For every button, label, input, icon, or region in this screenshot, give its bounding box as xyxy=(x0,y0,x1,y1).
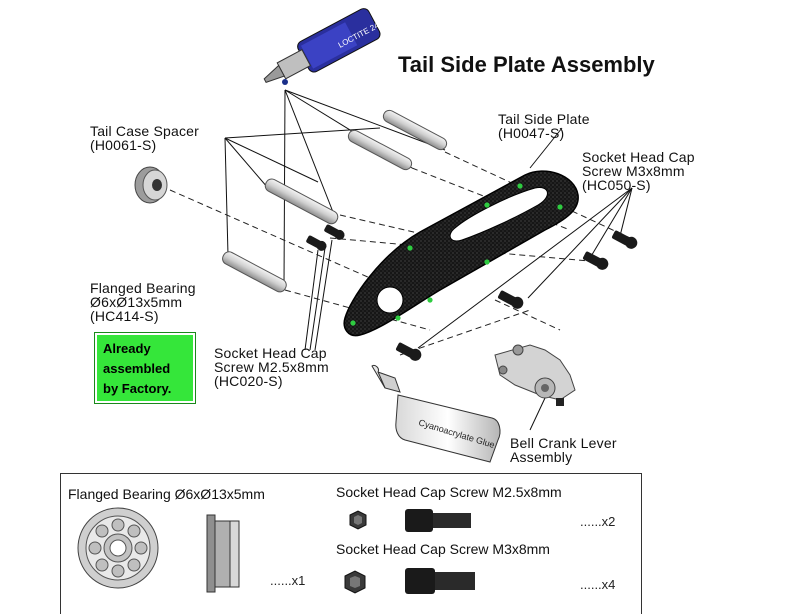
flanged-bearing-label: Flanged Bearing xyxy=(90,280,196,296)
note-line2: assembled xyxy=(103,361,171,376)
legend-screw-m3-qty-value: x4 xyxy=(601,577,616,592)
tail-case-spacer-label: Tail Case Spacer xyxy=(90,123,200,139)
tail-side-plate-code: (H0047-S) xyxy=(498,125,565,141)
legend-screw-m3-qty: ......x4 xyxy=(580,577,616,592)
screw-m25-label-line1: Socket Head Cap xyxy=(214,345,327,361)
parts-legend xyxy=(60,473,642,614)
legend-screw-m25-qty: ......x2 xyxy=(580,514,616,529)
page-title: Tail Side Plate Assembly xyxy=(398,52,655,77)
flanged-bearing-size: Ø6xØ13x5mm xyxy=(90,294,183,310)
legend-bearing-side-icon xyxy=(206,514,240,593)
loctite-drop-icon xyxy=(282,79,288,85)
flanged-bearing-code: (HC414-S) xyxy=(90,308,159,324)
legend-bearing-qty: ......x1 xyxy=(270,573,306,588)
socket-head-cap-screw-m25-icon xyxy=(306,224,345,251)
legend-screw-m25-qty-value: x2 xyxy=(601,514,616,529)
legend-screw-m3-label: Socket Head Cap Screw M3x8mm xyxy=(336,541,550,557)
assembly-diagram: LOCTITE 243 xyxy=(77,8,638,594)
factory-assembled-note: Already assembled by Factory. xyxy=(94,332,196,404)
note-line3: by Factory. xyxy=(103,381,172,396)
tail-side-plate-icon xyxy=(343,170,579,337)
loctite-bottle-icon xyxy=(263,8,381,84)
legend-bearing-label: Flanged Bearing Ø6xØ13x5mm xyxy=(68,486,265,502)
screw-m25-code: (HC020-S) xyxy=(214,373,283,389)
socket-head-cap-screw-m3-icon xyxy=(395,230,638,361)
screw-m3-label-line2: Screw M3x8mm xyxy=(582,163,685,179)
legend-screw-m25-icons xyxy=(349,509,471,532)
screw-m3-code: (HC050-S) xyxy=(582,177,651,193)
note-line1: Already xyxy=(103,341,151,356)
tail-case-spacer-icon xyxy=(222,109,448,293)
tail-side-plate-label: Tail Side Plate xyxy=(498,111,590,127)
flanged-bearing-icon xyxy=(134,166,168,204)
screw-m25-label-line2: Screw M2.5x8mm xyxy=(214,359,329,375)
leader-lines xyxy=(224,89,633,431)
legend-screw-m3-icons xyxy=(344,568,475,594)
bell-crank-label-line1: Bell Crank Lever xyxy=(510,435,617,451)
screw-m3-label-line1: Socket Head Cap xyxy=(582,149,695,165)
legend-bearing-face-icon xyxy=(77,507,159,589)
legend-bearing-qty-value: x1 xyxy=(291,573,306,588)
bell-crank-lever-icon xyxy=(494,344,576,406)
tail-case-spacer-code: (H0061-S) xyxy=(90,137,157,153)
legend-screw-m25-label: Socket Head Cap Screw M2.5x8mm xyxy=(336,484,562,500)
bell-crank-label-line2: Assembly xyxy=(510,449,573,465)
cyanoacrylate-glue-bottle-icon xyxy=(371,365,501,463)
